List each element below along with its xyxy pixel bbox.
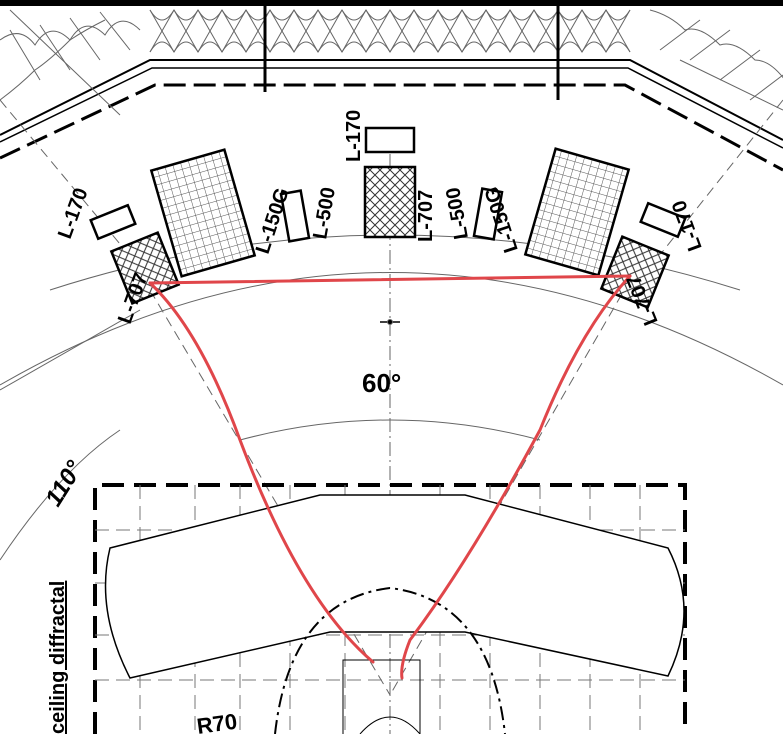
- insulation-band: [0, 0, 783, 101]
- listening-triangle: [148, 274, 632, 680]
- speaker-right-l500: [472, 187, 504, 241]
- label-ceiling: ceiling diffractal: [47, 581, 69, 734]
- desk-outline: [104, 494, 685, 679]
- speaker-right-l170: [639, 201, 687, 239]
- speaker-left-l707: [109, 231, 181, 305]
- label-center-l170: L-170: [343, 110, 365, 162]
- speaker-center-l707: [363, 165, 417, 239]
- speaker-left-l170: [89, 203, 137, 241]
- speaker-center-l170: [364, 126, 416, 154]
- speaker-right-l150g: [523, 147, 631, 277]
- speaker-left-l500: [279, 189, 311, 243]
- label-angle-60: 60°: [362, 368, 401, 398]
- label-center-l707: L-707: [415, 190, 437, 242]
- label-angle-110: 110°: [40, 456, 88, 511]
- speaker-left-l150g: [149, 148, 257, 278]
- label-right-l500: L-500: [442, 186, 473, 241]
- label-left-l500: L-500: [309, 186, 340, 241]
- label-left-l170: L-170: [54, 185, 93, 242]
- wall-lines: [0, 59, 783, 172]
- listening-position: [274, 586, 506, 734]
- label-radius: R70: [195, 709, 238, 734]
